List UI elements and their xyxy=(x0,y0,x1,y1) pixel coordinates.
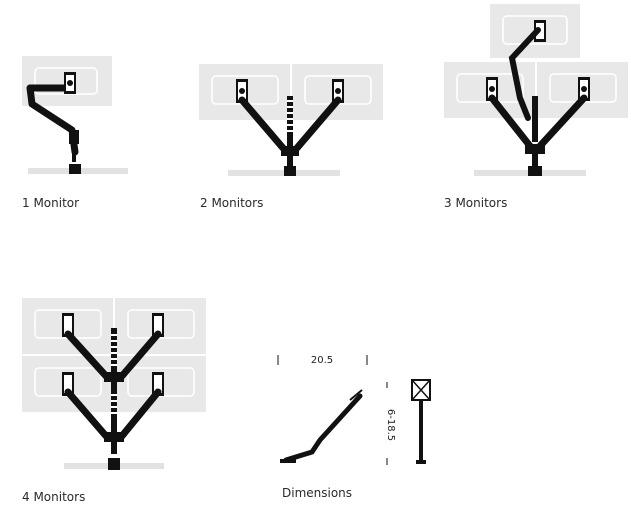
caption-dimensions: Dimensions xyxy=(282,486,353,500)
height-dimension: 6-18.5 xyxy=(385,409,396,441)
reach-dimension: 20.5 xyxy=(311,355,333,366)
caption-4-monitors: 4 Monitors xyxy=(22,490,86,504)
caption-3-monitors: 3 Monitors xyxy=(444,196,508,210)
caption-1-monitor: 1 Monitor xyxy=(22,196,80,210)
caption-2-monitors: 2 Monitors xyxy=(200,196,264,210)
desk-clamp xyxy=(69,164,81,174)
